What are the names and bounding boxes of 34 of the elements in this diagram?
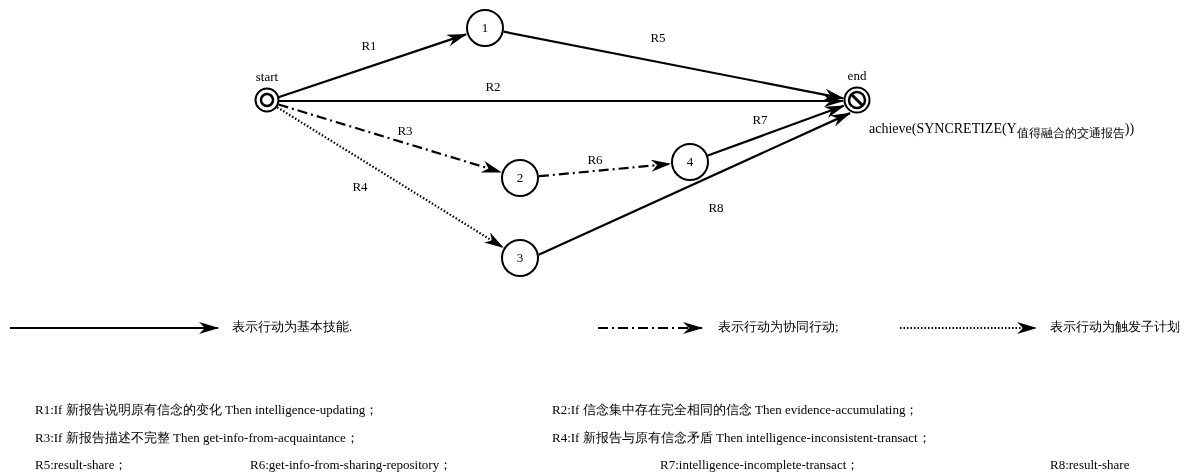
rule-text: R5:result-share； [35,457,128,472]
arrow [538,159,672,178]
state-circle: 3 [501,239,539,277]
arrow [538,112,851,256]
state-circle: 2 [501,159,539,197]
arrow [276,106,504,249]
edge-label: R2 [484,80,502,94]
arrow [707,104,845,157]
state-circle: 1 [466,9,504,47]
goal-annotation: achieve(SYNCRETIZE(Y$_{值得融合的交通报告}$)) [869,121,1135,142]
arrow [278,33,467,99]
rule-text: R4:If 新报告与原有信念矛盾 Then intelligence-inconsistent-transact； [552,430,931,446]
rule-text: R8:result-share [1050,457,1130,472]
rule-text: R3:If 新报告描述不完整 Then get-info-from-acquaintance； [35,430,359,446]
rule-text: R1:If 新报告说明原有信念的变化 Then intelligence-updating； [35,402,379,418]
edge-label: R1 [360,39,378,53]
rule-text: R2:If 信念集中存在完全相同的信念 Then evidence-accumulating； [552,402,919,418]
edge-label: R4 [351,180,369,194]
rule-text: R6:get-info-from-sharing-repository； [250,457,453,472]
legend-text: 表示行动为基本技能. [232,319,353,335]
legend-text: 表示行动为触发子计划 [1050,319,1180,335]
state-circle: 4 [671,143,709,181]
arrow [279,95,844,107]
edge-label: R3 [396,124,414,138]
arrow [278,103,502,174]
end-label: end [846,68,868,85]
arrow [503,30,845,101]
edge-label: R6 [586,153,604,167]
rule-text: R7:intelligence-incomplete-transact； [660,457,860,472]
start-label: start [254,69,280,86]
edge-label: R8 [707,201,725,215]
edge-label: R5 [649,31,667,45]
edge-label: R7 [751,113,769,127]
legend-text: 表示行动为协同行动; [718,319,839,335]
